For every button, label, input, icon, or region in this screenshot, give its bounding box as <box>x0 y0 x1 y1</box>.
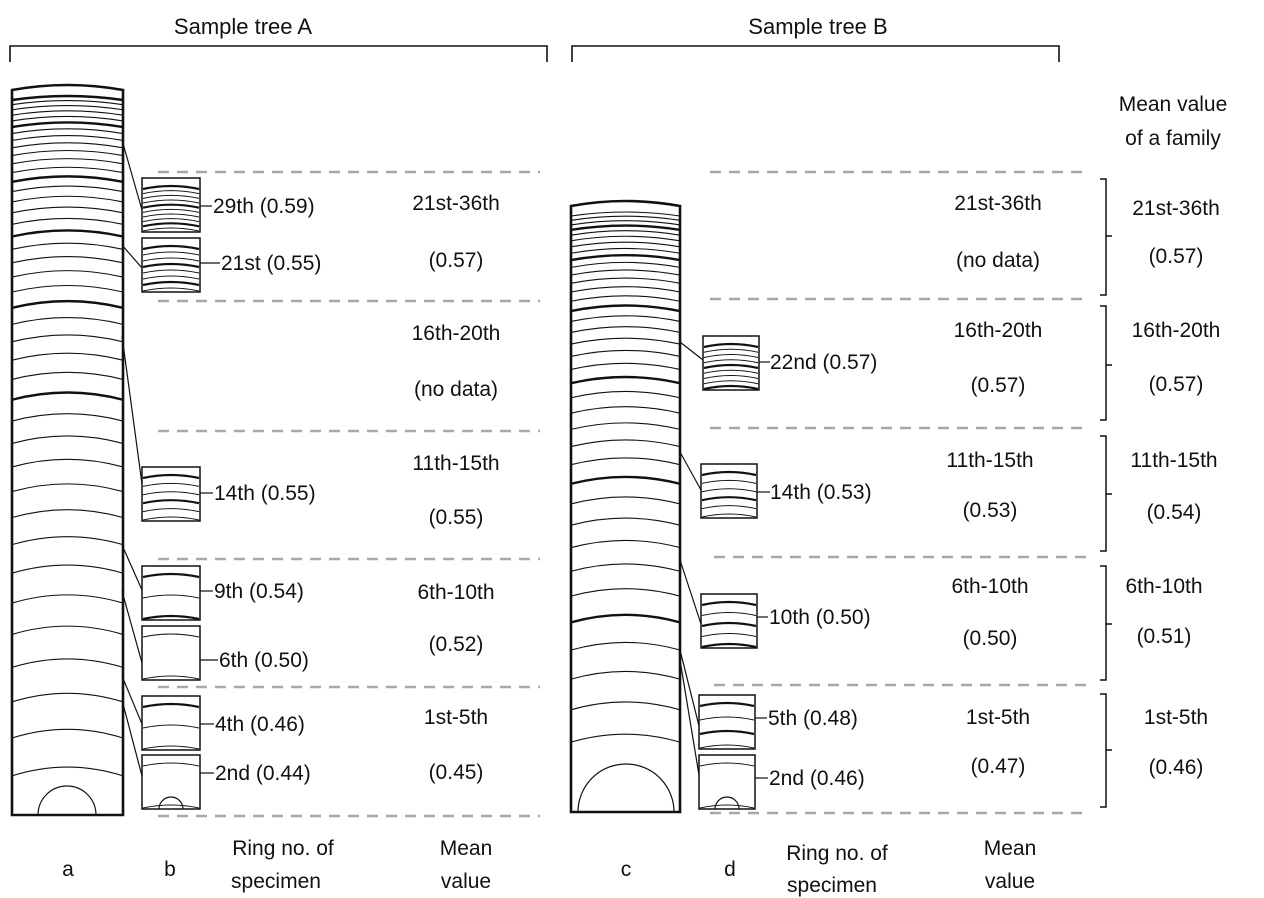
specimen-box-a-4th <box>141 695 201 751</box>
group-b-range-4: 6th-10th <box>951 575 1028 598</box>
specimen-label-a-6th: 6th (0.50) <box>219 649 309 672</box>
tree-b-specimen-labels: 22nd (0.57) 14th (0.53) 10th (0.50) 5th … <box>768 351 877 790</box>
tree-b-title: Sample tree B <box>748 14 887 39</box>
tree-a-label-connectors <box>200 205 220 774</box>
group-b-range-5: 1st-5th <box>966 706 1030 729</box>
group-b-value-4: (0.50) <box>963 627 1018 650</box>
label-c: c <box>621 858 632 881</box>
family-range-5: 1st-5th <box>1144 706 1208 729</box>
group-a-value-3: (0.55) <box>429 506 484 529</box>
tree-a-leader-lines <box>121 139 143 777</box>
specimen-label-a-21st: 21st (0.55) <box>221 252 321 275</box>
family-range-3: 11th-15th <box>1130 449 1217 472</box>
group-a-range-5: 1st-5th <box>424 706 488 729</box>
tree-a-title: Sample tree A <box>174 14 313 39</box>
specimen-box-b-14th <box>700 463 758 519</box>
family-brace-5 <box>1100 693 1112 808</box>
specimen-label-a-29th: 29th (0.59) <box>213 195 315 218</box>
tree-a-specimens <box>141 177 201 810</box>
family-range-2: 16th-20th <box>1132 319 1221 342</box>
specimen-box-b-5th <box>698 694 756 750</box>
family-value-2: (0.57) <box>1149 373 1204 396</box>
tree-a-bracket <box>9 45 548 62</box>
specimen-label-a-2nd: 2nd (0.44) <box>215 762 311 785</box>
specimen-box-a-2nd <box>141 754 201 810</box>
group-b-range-3: 11th-15th <box>946 449 1033 472</box>
family-value-5: (0.46) <box>1149 756 1204 779</box>
group-a-value-4: (0.52) <box>429 633 484 656</box>
specimen-box-a-9th <box>141 565 201 621</box>
family-header-line1: Mean value <box>1119 93 1228 116</box>
family-value-3: (0.54) <box>1147 501 1202 524</box>
family-brace-3 <box>1100 435 1112 552</box>
family-brace-2 <box>1100 305 1112 421</box>
group-b-value-3: (0.53) <box>963 499 1018 522</box>
group-a-range-1: 21st-36th <box>412 192 500 215</box>
group-b-range-2: 16th-20th <box>954 319 1043 342</box>
specimen-label-b-5th: 5th (0.48) <box>768 707 858 730</box>
tree-a-specimen-labels: 29th (0.59) 21st (0.55) 14th (0.55) 9th … <box>213 195 321 785</box>
family-value-1: (0.57) <box>1149 245 1204 268</box>
group-b-range-1: 21st-36th <box>954 192 1042 215</box>
label-mean-b-1: Mean <box>984 837 1037 860</box>
tree-a-group-means: 21st-36th (0.57) 16th-20th (no data) 11t… <box>412 192 501 784</box>
group-a-value-1: (0.57) <box>429 249 484 272</box>
family-range-4: 6th-10th <box>1125 575 1202 598</box>
label-a: a <box>62 858 74 881</box>
specimen-box-a-6th <box>141 625 201 681</box>
specimen-box-b-10th <box>700 593 758 649</box>
bottom-labels: a b Ring no. of specimen Mean value c d … <box>62 837 1036 897</box>
family-brace-1 <box>1100 178 1112 296</box>
specimen-label-a-4th: 4th (0.46) <box>215 713 305 736</box>
label-b: b <box>164 858 176 881</box>
family-means: 21st-36th (0.57) 16th-20th (0.57) 11th-1… <box>1125 197 1220 779</box>
family-range-1: 21st-36th <box>1132 197 1220 220</box>
dashed-separators-a <box>158 170 540 818</box>
label-ring-no-b-1: Ring no. of <box>786 842 888 865</box>
specimen-label-b-14th: 14th (0.53) <box>770 481 872 504</box>
group-a-value-5: (0.45) <box>429 761 484 784</box>
specimen-box-a-21st <box>141 237 201 293</box>
family-braces <box>1100 178 1112 808</box>
specimen-box-a-14th <box>141 466 201 522</box>
tree-b-specimens <box>698 335 760 810</box>
tree-b-leader-lines <box>679 341 704 776</box>
family-brace-4 <box>1100 565 1112 681</box>
group-a-range-3: 11th-15th <box>412 452 499 475</box>
group-a-range-2: 16th-20th <box>412 322 501 345</box>
specimen-label-b-10th: 10th (0.50) <box>769 606 871 629</box>
group-b-value-1: (no data) <box>956 249 1040 272</box>
tree-b-bracket <box>571 45 1060 62</box>
family-value-4: (0.51) <box>1137 625 1192 648</box>
specimen-box-b-22nd <box>702 335 760 391</box>
specimen-label-a-14th: 14th (0.55) <box>214 482 316 505</box>
specimen-box-b-2nd <box>698 754 756 810</box>
group-a-value-2: (no data) <box>414 378 498 401</box>
specimen-box-a-29th <box>141 177 201 233</box>
label-mean-a-1: Mean <box>440 837 493 860</box>
family-header-line2: of a family <box>1125 127 1221 150</box>
specimen-label-b-22nd: 22nd (0.57) <box>770 351 877 374</box>
label-mean-b-2: value <box>985 870 1035 893</box>
tree-b-core <box>569 199 682 814</box>
label-ring-no-a-1: Ring no. of <box>232 837 334 860</box>
specimen-label-b-2nd: 2nd (0.46) <box>769 767 865 790</box>
label-mean-a-2: value <box>441 870 491 893</box>
label-ring-no-b-2: specimen <box>787 874 877 897</box>
group-b-value-2: (0.57) <box>971 374 1026 397</box>
tree-b-label-connectors <box>755 361 770 779</box>
tree-b-group-means: 21st-36th (no data) 16th-20th (0.57) 11t… <box>946 192 1042 778</box>
group-b-value-5: (0.47) <box>971 755 1026 778</box>
dashed-separators-b <box>710 170 1088 815</box>
label-d: d <box>724 858 736 881</box>
specimen-label-a-9th: 9th (0.54) <box>214 580 304 603</box>
label-ring-no-a-2: specimen <box>231 870 321 893</box>
group-a-range-4: 6th-10th <box>417 581 494 604</box>
tree-a-core <box>10 83 125 817</box>
